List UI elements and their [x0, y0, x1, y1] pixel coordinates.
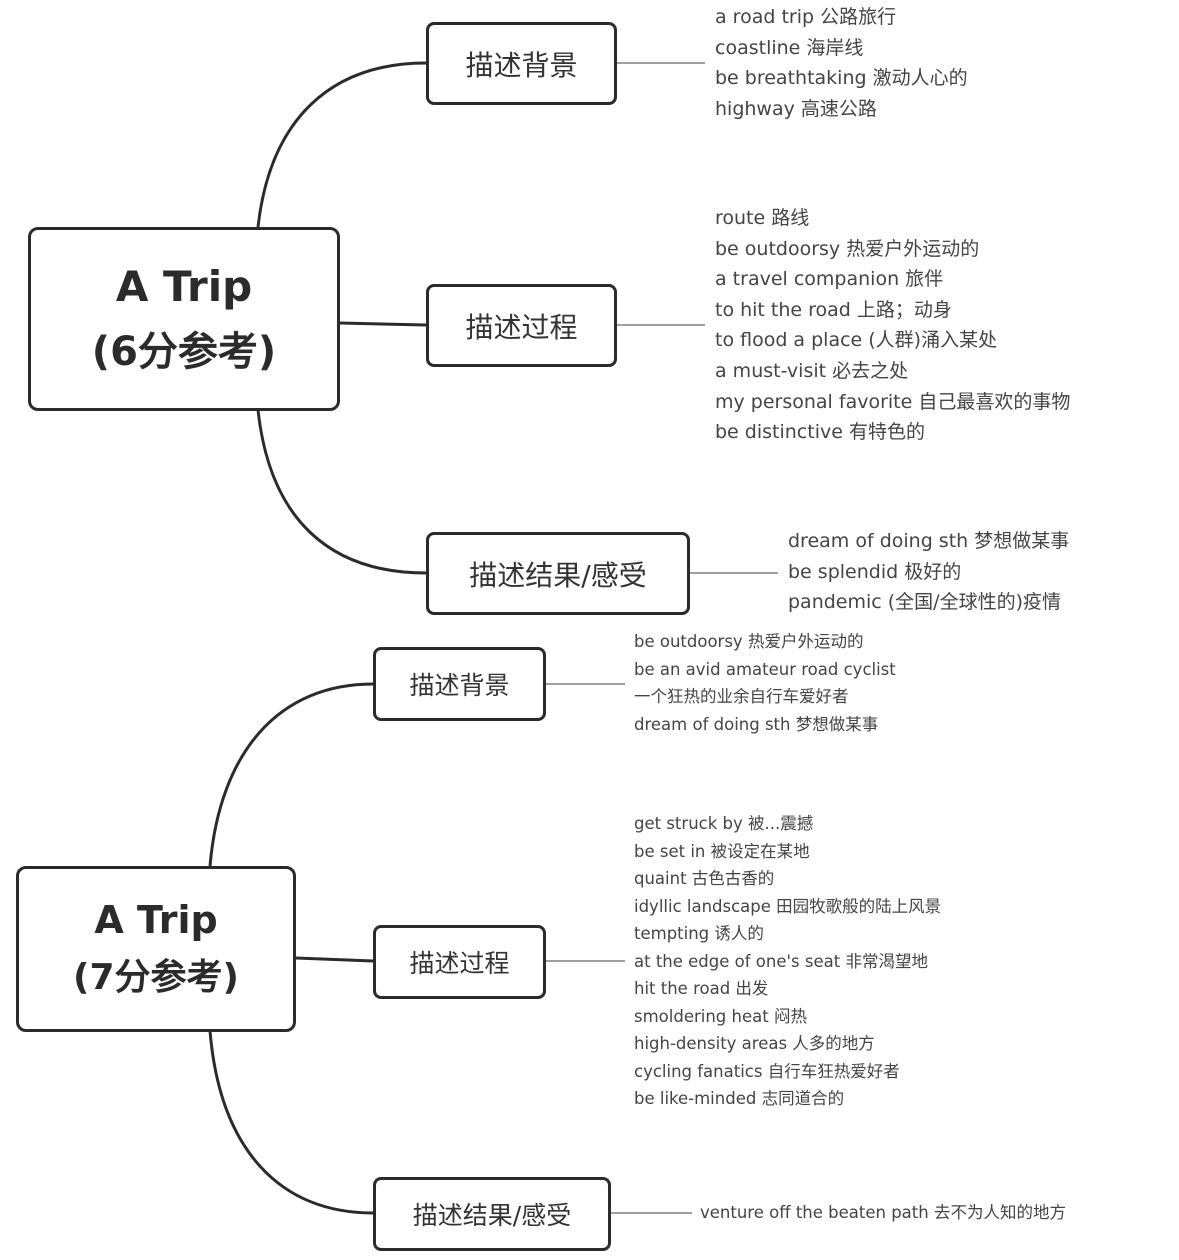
- leaf-item: get struck by 被...震撼: [634, 814, 814, 833]
- leaf-list-result: venture off the beaten path 去不为人知的地方: [700, 1199, 1066, 1227]
- leaf-list-background: be outdoorsy 热爱户外运动的 be an avid amateur …: [634, 628, 896, 738]
- leaf-item: to hit the road 上路；动身: [715, 298, 952, 321]
- leaf-item: be like-minded 志同道合的: [634, 1089, 845, 1108]
- leaf-list-background: a road trip 公路旅行 coastline 海岸线 be breath…: [715, 2, 968, 124]
- leaf-item: be an avid amateur road cyclist: [634, 659, 896, 679]
- root-title: A Trip: [94, 898, 218, 942]
- leaf-item: be outdoorsy 热爱户外运动的: [634, 632, 864, 651]
- leaf-item: my personal favorite 自己最喜欢的事物: [715, 390, 1071, 413]
- link-root2-branch1: [208, 682, 374, 867]
- leaf-item: dream of doing sth 梦想做某事: [788, 530, 1070, 552]
- branch-result: 描述结果/感受: [426, 532, 690, 615]
- leaf-item: a must-visit 必去之处: [715, 359, 909, 382]
- leaf-item: highway 高速公路: [715, 97, 877, 120]
- leaf-item: be splendid 极好的: [788, 560, 962, 583]
- root-node: A Trip (6分参考): [28, 227, 340, 411]
- leaf-item: route 路线: [715, 207, 810, 229]
- branch-result: 描述结果/感受: [373, 1177, 611, 1251]
- link-root1-branch2: [339, 321, 427, 327]
- root-subtitle: (7分参考): [73, 957, 239, 998]
- leaf-item: idyllic landscape 田园牧歌般的陆上风景: [634, 896, 942, 916]
- leaf-item: 一个狂热的业余自行车爱好者: [634, 687, 849, 706]
- leaf-item: high-density areas 人多的地方: [634, 1034, 875, 1053]
- leaf-item: be distinctive 有特色的: [715, 421, 925, 444]
- leaf-list-process: route 路线 be outdoorsy 热爱户外运动的 a travel c…: [715, 203, 1070, 448]
- leaf-list-result: dream of doing sth 梦想做某事 be splendid 极好的…: [788, 526, 1069, 618]
- leaf-item: be outdoorsy 热爱户外运动的: [715, 237, 980, 260]
- leaf-item: be set in 被设定在某地: [634, 841, 810, 861]
- leaf-item: a road trip 公路旅行: [715, 6, 897, 28]
- leaf-item: be breathtaking 激动人心的: [715, 67, 968, 90]
- link-root2-branch2: [295, 956, 374, 963]
- link-root1-branch3: [256, 409, 427, 575]
- leaf-item: quaint 古色古香的: [634, 869, 775, 888]
- link-root1-branch1: [256, 61, 427, 228]
- leaf-item: coastline 海岸线: [715, 36, 864, 59]
- branch-background: 描述背景: [373, 647, 546, 721]
- root-node: A Trip (7分参考): [16, 866, 296, 1032]
- leaf-item: venture off the beaten path 去不为人知的地方: [700, 1203, 1066, 1222]
- leaf-item: pandemic (全国/全球性的)疫情: [788, 591, 1061, 614]
- branch-background: 描述背景: [426, 22, 617, 105]
- leaf-item: at the edge of one's seat 非常渴望地: [634, 951, 928, 971]
- leaf-item: smoldering heat 闷热: [634, 1006, 807, 1026]
- leaf-list-process: get struck by 被...震撼 be set in 被设定在某地 qu…: [634, 810, 941, 1113]
- root-subtitle: (6分参考): [91, 328, 277, 375]
- root-title: A Trip: [115, 261, 253, 311]
- leaf-item: cycling fanatics 自行车狂热爱好者: [634, 1061, 900, 1081]
- branch-process: 描述过程: [373, 925, 546, 999]
- leaf-item: dream of doing sth 梦想做某事: [634, 714, 879, 734]
- leaf-item: a travel companion 旅伴: [715, 268, 944, 291]
- link-root2-branch3: [208, 1030, 374, 1215]
- leaf-item: to flood a place (人群)涌入某处: [715, 329, 998, 352]
- leaf-item: tempting 诱人的: [634, 924, 764, 943]
- leaf-item: hit the road 出发: [634, 979, 769, 998]
- branch-process: 描述过程: [426, 284, 617, 367]
